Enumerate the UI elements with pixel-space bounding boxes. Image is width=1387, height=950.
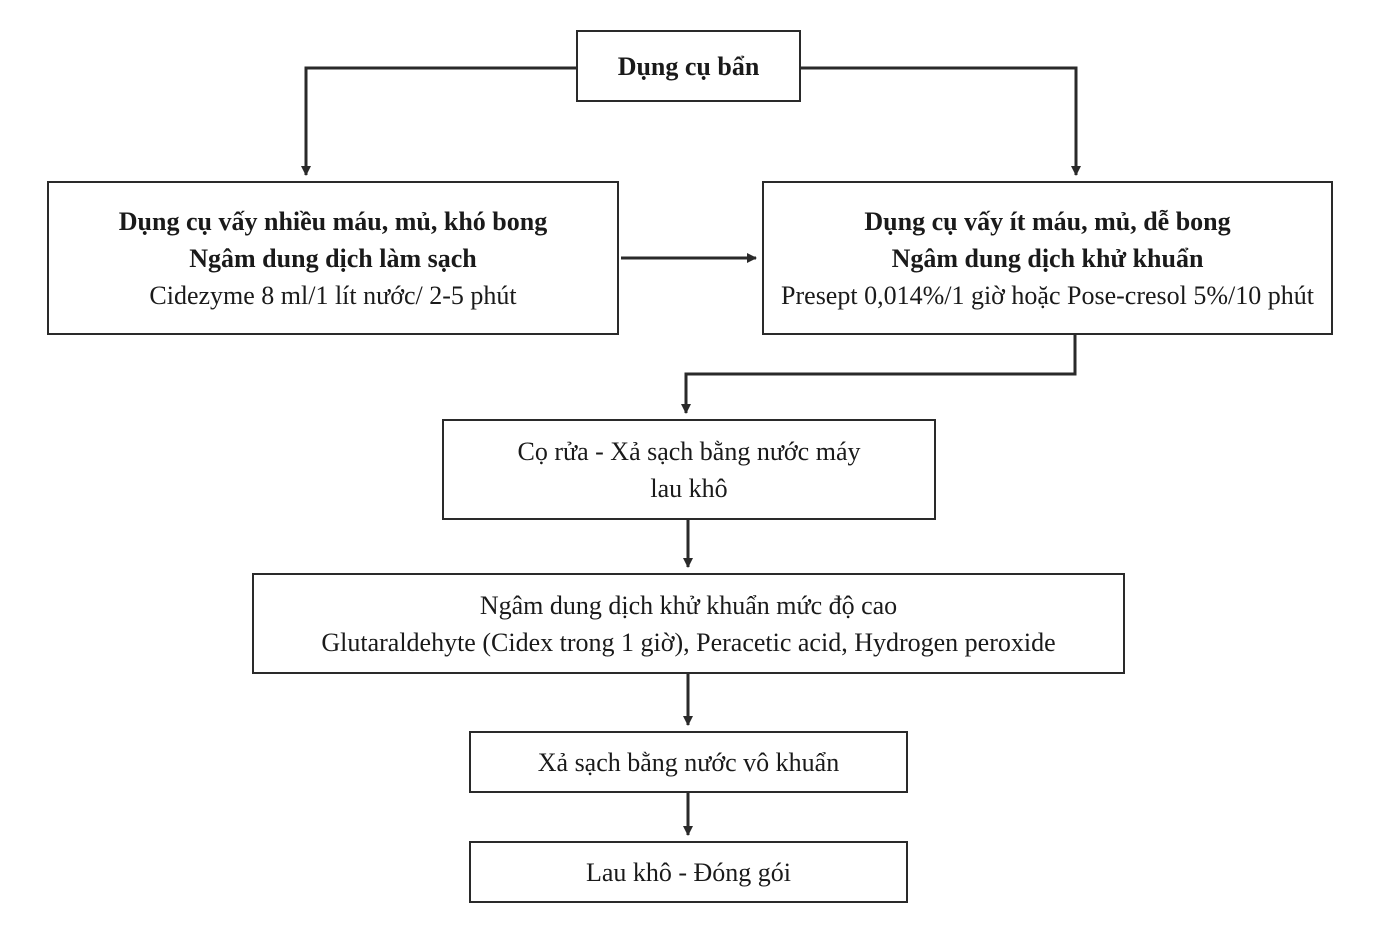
node-dirty-instruments-title: Dụng cụ bẩn (617, 51, 760, 81)
node-heavy-soil: Dụng cụ vấy nhiều máu, mủ, khó bong Ngâm… (47, 181, 619, 335)
node-dirty-instruments: Dụng cụ bẩn (576, 30, 801, 102)
node-light-soil-action: Ngâm dung dịch khử khuẩn (891, 243, 1204, 273)
node-sterile-rinse: Xả sạch bằng nước vô khuẩn (469, 731, 908, 793)
node-light-soil: Dụng cụ vấy ít máu, mủ, dễ bong Ngâm dun… (762, 181, 1333, 335)
node-sterile-rinse-text: Xả sạch bằng nước vô khuẩn (537, 747, 840, 777)
node-rinse-line2: lau khô (650, 473, 728, 503)
node-light-soil-title: Dụng cụ vấy ít máu, mủ, dễ bong (864, 206, 1231, 236)
node-rinse-line1: Cọ rửa - Xả sạch bằng nước máy (517, 436, 861, 466)
node-rinse: Cọ rửa - Xả sạch bằng nước máy lau khô (442, 419, 936, 520)
edge-light-soil-to-rinse (681, 335, 1077, 414)
edge-start-to-heavy-soil (301, 66, 576, 176)
edge-start-to-light-soil (801, 66, 1081, 176)
node-heavy-soil-detail: Cidezyme 8 ml/1 lít nước/ 2-5 phút (149, 280, 517, 310)
node-hld-line2: Glutaraldehyte (Cidex trong 1 giờ), Pera… (321, 627, 1056, 657)
node-heavy-soil-action: Ngâm dung dịch làm sạch (189, 243, 477, 273)
node-dry-and-pack: Lau khô - Đóng gói (469, 841, 908, 903)
node-light-soil-detail: Presept 0,014%/1 giờ hoặc Pose-cresol 5%… (781, 280, 1314, 310)
node-heavy-soil-title: Dụng cụ vấy nhiều máu, mủ, khó bong (118, 206, 548, 236)
node-hld-line1: Ngâm dung dịch khử khuẩn mức độ cao (479, 590, 898, 620)
node-high-level-disinfection: Ngâm dung dịch khử khuẩn mức độ cao Glut… (252, 573, 1125, 674)
node-dry-and-pack-text: Lau khô - Đóng gói (585, 857, 792, 887)
